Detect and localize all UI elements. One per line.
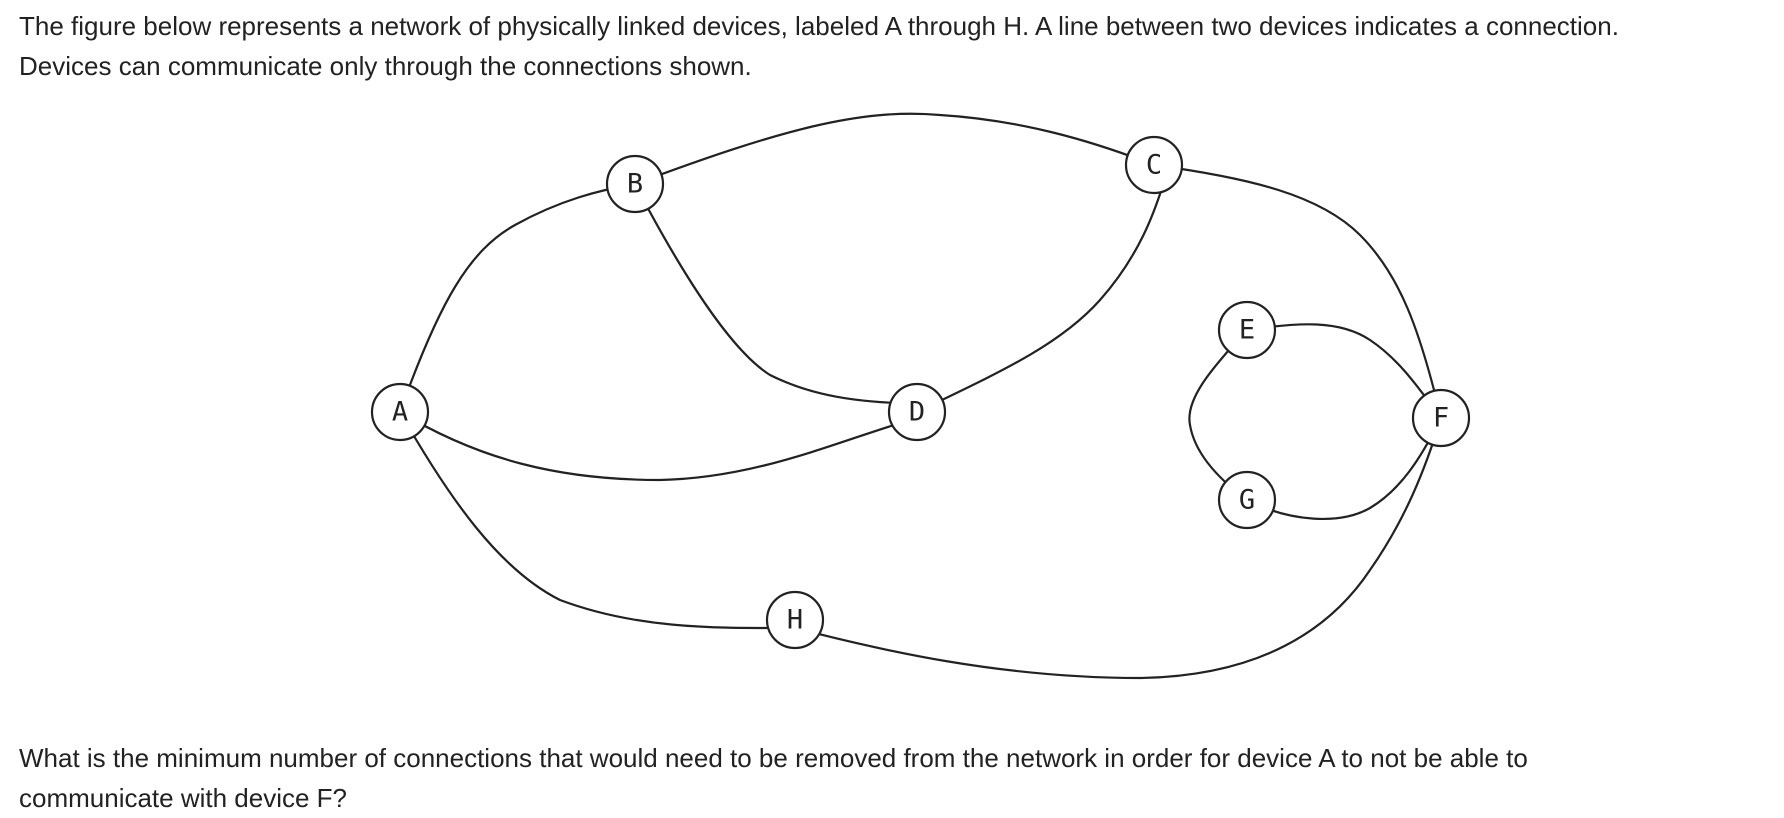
node-label: G bbox=[1239, 485, 1255, 516]
edge-b-c bbox=[634, 112, 1155, 186]
edge-e-f bbox=[1246, 323, 1442, 419]
node-label: H bbox=[787, 605, 803, 636]
edge-a-h bbox=[399, 411, 796, 630]
edge-a-b bbox=[398, 182, 636, 413]
node-circle bbox=[765, 590, 825, 650]
edge-h-f bbox=[794, 417, 1443, 680]
node-label: E bbox=[1239, 315, 1255, 346]
node-f: F bbox=[1411, 388, 1471, 448]
node-circle bbox=[1124, 135, 1184, 195]
node-a: A bbox=[370, 382, 430, 442]
intro-text: The figure below represents a network of… bbox=[19, 6, 1769, 86]
node-label: B bbox=[627, 169, 643, 200]
node-d: D bbox=[887, 382, 947, 442]
node-g: G bbox=[1217, 470, 1277, 530]
node-label: C bbox=[1146, 150, 1162, 181]
node-label: A bbox=[392, 397, 408, 428]
edge-g-f bbox=[1246, 417, 1442, 521]
edges-layer bbox=[398, 112, 1443, 680]
node-circle bbox=[1217, 470, 1277, 530]
node-circle bbox=[1217, 300, 1277, 360]
edge-a-d bbox=[399, 411, 918, 482]
network-diagram: A B C D E F G H bbox=[370, 112, 1471, 680]
node-circle bbox=[1411, 388, 1471, 448]
node-e: E bbox=[1217, 300, 1277, 360]
node-c: C bbox=[1124, 135, 1184, 195]
node-b: B bbox=[605, 154, 665, 214]
edge-c-d bbox=[916, 184, 1165, 413]
node-circle bbox=[370, 382, 430, 442]
node-label: D bbox=[909, 397, 925, 428]
question-line-1: What is the minimum number of connection… bbox=[19, 743, 1528, 773]
intro-line-1: The figure below represents a network of… bbox=[19, 11, 1619, 41]
nodes-layer: A B C D E F G H bbox=[370, 135, 1471, 650]
question-text: What is the minimum number of connection… bbox=[19, 738, 1769, 818]
intro-line-2: Devices can communicate only through the… bbox=[19, 51, 752, 81]
node-circle bbox=[887, 382, 947, 442]
node-h: H bbox=[765, 590, 825, 650]
node-circle bbox=[605, 154, 665, 214]
edge-b-d bbox=[634, 183, 918, 406]
node-label: F bbox=[1433, 403, 1449, 434]
edge-c-f bbox=[1153, 163, 1443, 419]
question-line-2: communicate with device F? bbox=[19, 783, 348, 813]
edge-e-g bbox=[1188, 329, 1248, 501]
